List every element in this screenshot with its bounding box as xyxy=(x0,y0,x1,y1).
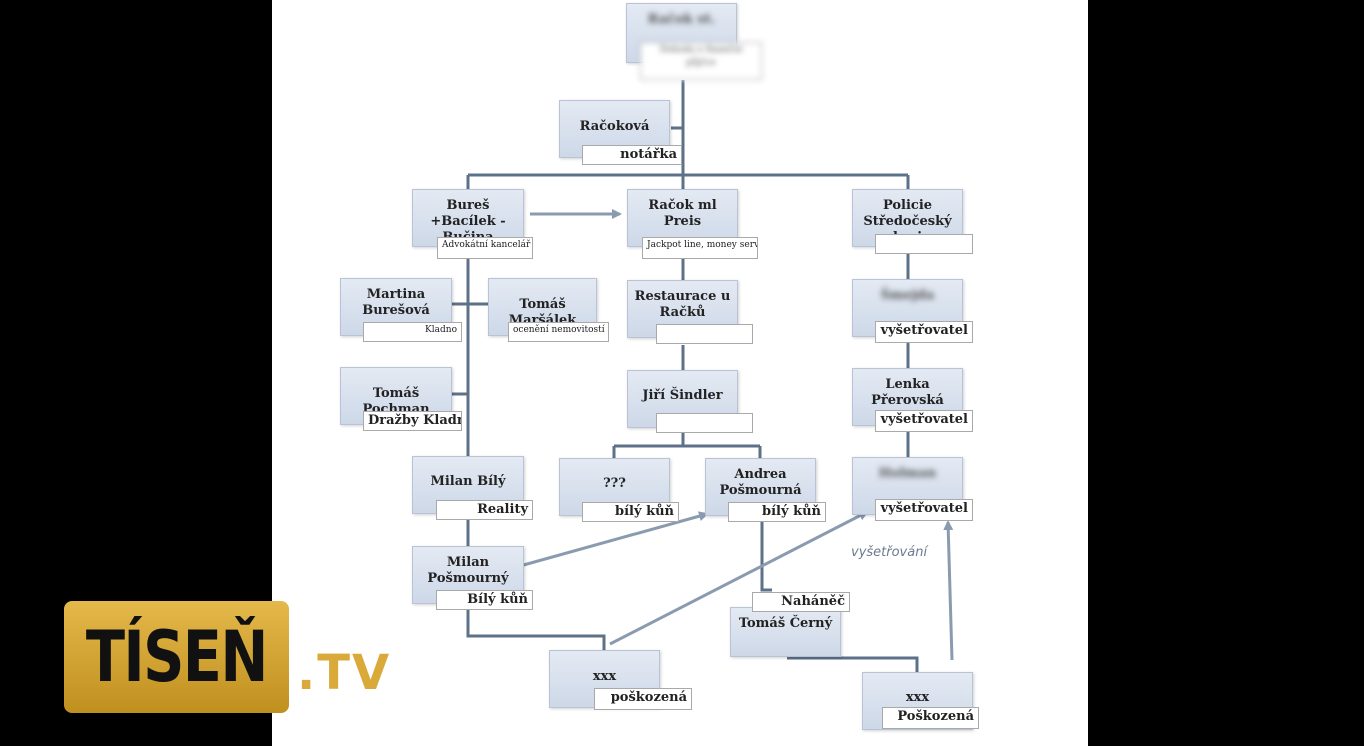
node-restaurace: Restaurace u Račků xyxy=(627,280,738,338)
node-investigator-1-name: Šmejda xyxy=(880,288,935,303)
node-racokova-name: Račoková xyxy=(579,119,650,134)
node-pochman-tag: Dražby Kladno xyxy=(363,411,462,431)
diagram-canvas: Račok st. Dohoda o finanční půjčce Račok… xyxy=(272,0,1088,746)
node-xxx-2-tag: Poškozená xyxy=(882,707,979,729)
node-martina-tag: Kladno xyxy=(363,322,462,342)
line-cerny-xxx2 xyxy=(787,656,919,672)
node-cerny-name: Tomáš Černý xyxy=(738,616,833,631)
line-milanp-xxx1 xyxy=(466,605,606,650)
node-racok-ml-tag: Jackpot line, money servis... xyxy=(642,237,758,259)
logo-tv-suffix: .TV xyxy=(297,645,392,701)
node-xxx-1-tag: poškozená xyxy=(594,688,692,710)
node-racok-ml-name: Račok ml Preis xyxy=(648,198,717,229)
node-milan-b: Milan Bílý xyxy=(412,456,524,514)
connector-lines xyxy=(451,80,954,672)
node-top-tag: Dohoda o finanční půjčce xyxy=(640,42,762,80)
node-milan-b-name: Milan Bílý xyxy=(430,474,506,489)
node-sindler-tag xyxy=(656,413,753,433)
arrow-xxx2-holman xyxy=(943,520,954,661)
node-racokova-tag: notářka xyxy=(582,145,682,165)
tisen-logo: TÍSEŇ xyxy=(64,601,289,713)
node-top-name: Račok st. xyxy=(647,12,716,27)
node-cerny-tag: Naháněč xyxy=(752,592,850,612)
node-investigator-3-name: Holman xyxy=(878,466,937,481)
line-andrea-cerny xyxy=(760,520,772,592)
arrow-milanp-andrea xyxy=(519,511,709,568)
node-milan-p-tag: Bílý kůň xyxy=(436,590,533,610)
annotation-investigation: vyšetřování xyxy=(851,545,928,560)
node-xxx-1-name: xxx xyxy=(592,669,617,684)
arrow-xxx1-holman xyxy=(609,510,869,646)
node-milan-p-name: Milan Pošmourný xyxy=(427,555,509,586)
node-lenka-name: Lenka Přerovská xyxy=(871,377,944,408)
node-milan-b-tag: Reality xyxy=(436,500,533,520)
logo-text: TÍSEŇ xyxy=(86,616,269,698)
node-bures-tag: Advokátní kancelář xyxy=(437,237,533,259)
node-policie-tag xyxy=(875,234,973,254)
node-marsalek-tag: ocenění nemovitostí xyxy=(508,322,609,342)
node-cerny: Tomáš Černý xyxy=(730,607,841,657)
node-investigator-3-tag: vyšetřovatel xyxy=(875,499,973,521)
node-sindler-name: Jiří Šindler xyxy=(642,388,723,403)
node-andrea-name: Andrea Pošmourná xyxy=(719,467,802,498)
node-qqq-name: ??? xyxy=(603,476,626,491)
node-andrea-tag: bílý kůň xyxy=(728,502,826,522)
node-investigator-1-tag: vyšetřovatel xyxy=(875,321,973,343)
node-martina-name: Martina Burešová xyxy=(362,287,430,318)
node-lenka-tag: vyšetřovatel xyxy=(875,410,973,432)
node-qqq-tag: bílý kůň xyxy=(582,502,679,522)
node-xxx-2-name: xxx xyxy=(905,690,930,705)
node-restaurace-name: Restaurace u Račků xyxy=(634,289,731,320)
node-restaurace-tag xyxy=(656,324,753,344)
